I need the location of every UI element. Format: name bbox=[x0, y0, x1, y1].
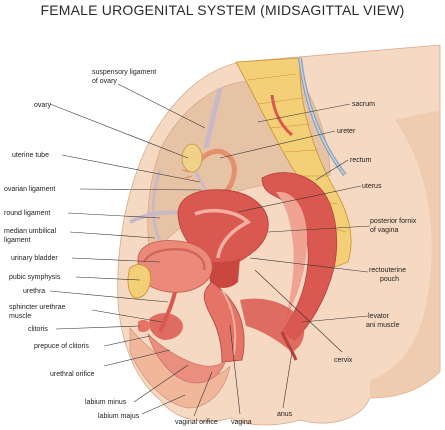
labium-minus bbox=[147, 332, 227, 384]
label-ureter: ureter bbox=[337, 128, 356, 135]
label-labium-minus: labium minus bbox=[85, 399, 127, 406]
cervix bbox=[210, 258, 240, 288]
diagram-title: FEMALE UROGENITAL SYSTEM (MIDSAGITTAL VI… bbox=[40, 2, 405, 18]
label-ovarian-ligament: ovarian ligament bbox=[4, 186, 55, 193]
label-sphincter-urethrae-2: muscle bbox=[9, 313, 31, 320]
label-rectouterine-pouch-2: pouch bbox=[380, 276, 399, 283]
label-vaginal-orifice: vaginal orifice bbox=[175, 419, 218, 426]
levator-ani bbox=[240, 298, 305, 352]
label-urinary-bladder: urinary bladder bbox=[11, 255, 58, 262]
label-urethral-orifice: urethral orifice bbox=[50, 371, 94, 378]
iliac-vessel bbox=[270, 94, 293, 137]
label-urethra: urethra bbox=[23, 288, 45, 295]
label-median-umbilical-2: ligament bbox=[4, 237, 31, 244]
vagina bbox=[203, 281, 245, 363]
ovary bbox=[181, 143, 203, 173]
label-anus: anus bbox=[277, 411, 293, 418]
label-labium-majus: labium majus bbox=[98, 413, 140, 420]
label-round-ligament: round ligament bbox=[4, 210, 50, 217]
label-cervix: cervix bbox=[334, 357, 353, 364]
clitoris bbox=[138, 319, 150, 333]
label-posterior-fornix: posterior fornix bbox=[370, 218, 417, 225]
label-rectum: rectum bbox=[350, 157, 372, 164]
label-pubic-symphysis: pubic symphysis bbox=[9, 274, 61, 281]
label-suspensory-ligament: suspensory ligament bbox=[92, 69, 156, 76]
bladder-wall bbox=[142, 248, 206, 271]
anus bbox=[280, 331, 298, 361]
label-ovary: ovary bbox=[34, 102, 52, 109]
ureter-highlight bbox=[299, 57, 346, 176]
leader-lines bbox=[49, 83, 371, 417]
label-rectouterine-pouch: rectouterine bbox=[369, 267, 406, 274]
label-levator-ani: levator bbox=[368, 313, 390, 320]
label-suspensory-ligament-2: of ovary bbox=[92, 78, 117, 85]
label-levator-ani-2: ani muscle bbox=[366, 322, 400, 329]
rectum-lumen bbox=[276, 191, 308, 318]
label-uterus: uterus bbox=[362, 183, 382, 190]
label-sacrum: sacrum bbox=[352, 101, 375, 108]
body-front-shadow bbox=[370, 110, 440, 398]
uterine-tube bbox=[189, 148, 237, 200]
uterine-cavity bbox=[194, 208, 252, 259]
label-vagina: vagina bbox=[231, 419, 252, 426]
label-clitoris: clitoris bbox=[28, 326, 48, 333]
label-prepuce-of-clitoris: prepuce of clitoris bbox=[34, 343, 89, 350]
sphincter-urethrae bbox=[148, 313, 183, 340]
label-uterine-tube: uterine tube bbox=[12, 152, 49, 159]
vaginal-lumen bbox=[221, 289, 237, 356]
suspensory-ligament bbox=[203, 87, 223, 149]
pubic-symphysis bbox=[127, 264, 151, 299]
label-sphincter-urethrae: sphincter urethrae bbox=[9, 304, 66, 311]
label-median-umbilical: median umbilical bbox=[4, 228, 57, 235]
label-posterior-fornix-2: of vagina bbox=[370, 227, 399, 234]
